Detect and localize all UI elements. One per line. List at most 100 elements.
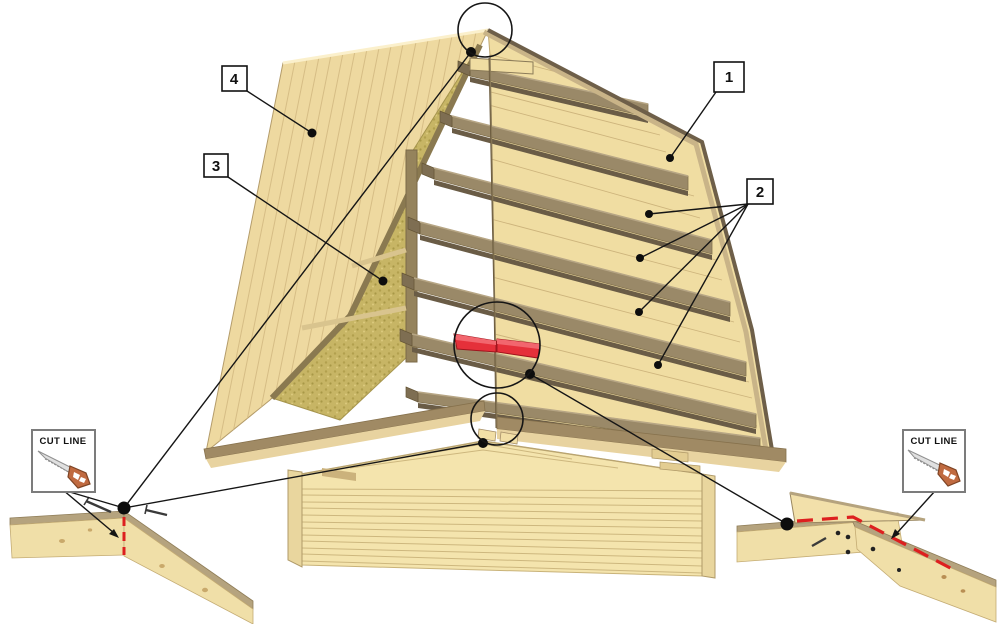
left-eave-subboard (206, 411, 485, 468)
nail-icon (85, 499, 112, 514)
gable-edge-line (489, 54, 498, 429)
cut-dashed-line-right (796, 515, 957, 573)
dot-wedge (525, 369, 535, 379)
cutline-label-right: CUT LINE (910, 436, 957, 447)
detail-right-beam (736, 491, 997, 623)
fascia-outer (487, 28, 774, 451)
dot-item-4 (307, 128, 317, 138)
fascia-inner (482, 29, 769, 451)
leader-lines (62, 51, 936, 534)
red-wedge-markers (453, 333, 541, 359)
beam-front-face (123, 517, 254, 624)
saw-icon (37, 450, 91, 489)
wood-knot (202, 587, 208, 593)
dot-item-1 (666, 154, 674, 162)
right-corner-post (701, 473, 716, 579)
wood-knot (960, 589, 966, 593)
saw-handle-slot (79, 477, 86, 483)
wall-gable-line (349, 449, 619, 469)
detail-circle-apex (457, 2, 513, 58)
arrow-shaft-right (896, 490, 936, 534)
detail-left-beam (9, 496, 254, 624)
detail-circle-wedges (453, 301, 541, 389)
screw-hole (870, 546, 876, 552)
red-wedge-right-highlight (497, 339, 540, 349)
leader-apex-to-left-detail (123, 51, 472, 509)
gable-wall (287, 428, 716, 579)
leader-line-2a (648, 203, 749, 215)
left-corner-post (287, 469, 303, 568)
batten-shadows (412, 77, 760, 456)
nail-head (144, 504, 148, 515)
dot-item-2a (645, 210, 653, 218)
leader-line-2b (639, 203, 749, 259)
dot-item-2b (636, 254, 644, 262)
roof-right-batten-plane (399, 28, 774, 456)
callout-label-1: 1 (725, 69, 733, 86)
nail-icon (145, 508, 168, 517)
detail-circles (453, 2, 541, 446)
wood-knot (159, 564, 165, 568)
screw-hole (835, 530, 841, 536)
wall-siding-lines (301, 488, 703, 574)
callout-box-1 (713, 61, 745, 93)
dot-item-3 (378, 276, 388, 286)
callout-label-4: 4 (230, 71, 239, 88)
wedge-top-edge (789, 491, 926, 522)
nail-icon (811, 536, 827, 548)
wood-knot (87, 528, 93, 532)
right-eave-subboard (497, 429, 786, 472)
leader-line-2d (657, 203, 749, 366)
leader-line-3 (227, 176, 384, 282)
screw-hole (897, 568, 901, 572)
dot-gable-peak (478, 438, 488, 448)
arrowhead-right (891, 529, 900, 539)
gable-peak-block (499, 431, 519, 445)
screw-hole (845, 549, 851, 555)
rafter-front-face (854, 526, 997, 623)
insulation-rail (301, 305, 407, 331)
callout-label-2: 2 (756, 184, 764, 201)
callout-box-3 (203, 153, 229, 178)
saw-handle-slot (949, 474, 956, 480)
wood-knot (59, 539, 65, 543)
saw-handle-slot (943, 469, 950, 477)
cutline-box-right: CUT LINE (902, 429, 966, 493)
ridge-protruding-board (469, 57, 534, 75)
red-wedge-left-highlight (454, 334, 496, 345)
arrowhead-left (109, 529, 119, 538)
gable-peak-block (477, 428, 497, 442)
nail-head (83, 496, 90, 506)
leader-gable-to-left-detail (123, 442, 484, 509)
gable-frame-vertical (405, 149, 418, 363)
arrow-shaft-left (62, 489, 115, 534)
detail-circle-gable-peak (470, 392, 524, 446)
cutline-box-left: CUT LINE (31, 429, 96, 493)
dot-right-beam (780, 517, 794, 531)
saw-handle-slot (73, 472, 80, 480)
dot-item-2c (635, 308, 643, 316)
deck-top-edge-highlight (282, 28, 489, 65)
gable-insulation (269, 43, 483, 421)
dot-left-beam (117, 501, 131, 515)
batten-end-caps (399, 60, 471, 403)
screw-hole (845, 534, 851, 540)
callout-box-4 (221, 65, 248, 92)
beam-front-face (9, 517, 125, 559)
leader-line-1 (669, 91, 717, 159)
callout-boxes: 1 2 3 4 (203, 61, 774, 205)
dot-item-2d (654, 361, 662, 369)
wood-knot (941, 575, 947, 579)
leader-line-4 (246, 90, 313, 134)
callout-box-2 (746, 178, 774, 205)
leader-wedge-to-right-detail (529, 373, 788, 525)
leader-line-2c (638, 203, 749, 313)
batten-top-highlights (411, 65, 761, 439)
ridge-center-line (488, 57, 497, 429)
callout-label-3: 3 (212, 158, 220, 175)
cutline-label-left: CUT LINE (39, 436, 86, 447)
insulation-rail (351, 247, 407, 269)
saw-icon (907, 449, 961, 487)
